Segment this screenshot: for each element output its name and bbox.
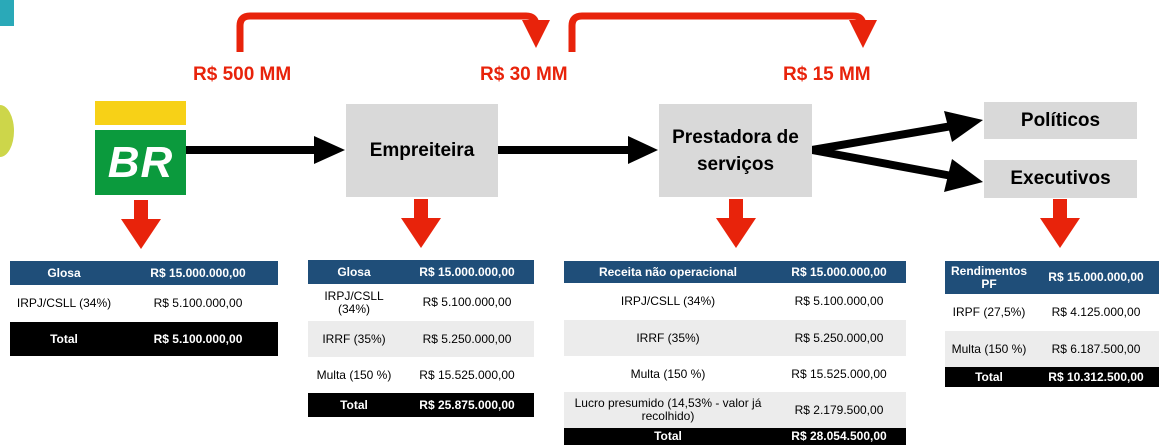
table-total-label: Total	[308, 393, 400, 417]
table-total-value: R$ 28.054.500,00	[772, 428, 906, 445]
table-header-value: R$ 15.000.000,00	[772, 261, 906, 283]
table-empreiteira: Glosa R$ 15.000.000,00 IRPJ/CSLL (34%) R…	[308, 260, 534, 417]
amount-label-1: R$ 500 MM	[193, 64, 292, 85]
down-arrow-4	[1040, 199, 1080, 248]
table-header-label: Receita não operacional	[564, 261, 772, 283]
amount-label-2: R$ 30 MM	[480, 64, 568, 85]
flow-arrow-logo-to-empreiteira	[314, 136, 345, 164]
table-row-label: Multa (150 %)	[945, 331, 1033, 367]
table-row-label: IRPF (27,5%)	[945, 294, 1033, 331]
table-header-label: Rendimentos PF	[945, 261, 1033, 294]
table-row-value: R$ 5.250.000,00	[400, 321, 534, 357]
table-row-value: R$ 5.100.000,00	[118, 285, 278, 322]
table-row-value: R$ 2.179.500,00	[772, 392, 906, 428]
table-row-value: R$ 4.125.000,00	[1033, 294, 1159, 331]
box-politicos: Políticos	[984, 102, 1137, 139]
flow-arrow-to-politicos	[944, 111, 983, 142]
box-prestadora: Prestadora de serviços	[659, 104, 812, 197]
table-row-value: R$ 15.525.000,00	[772, 356, 906, 392]
table-prestadora: Receita não operacional R$ 15.000.000,00…	[564, 261, 906, 445]
down-arrow-2	[401, 199, 441, 248]
table-row-value: R$ 15.525.000,00	[400, 357, 534, 393]
table-total-value: R$ 25.875.000,00	[400, 393, 534, 417]
table-petrobras: Glosa R$ 15.000.000,00 IRPJ/CSLL (34%) R…	[10, 261, 278, 356]
table-row-value: R$ 5.250.000,00	[772, 320, 906, 356]
table-row-label: Multa (150 %)	[564, 356, 772, 392]
table-row-label: IRPJ/CSLL (34%)	[308, 284, 400, 321]
table-header-value: R$ 15.000.000,00	[400, 260, 534, 284]
table-header-value: R$ 15.000.000,00	[118, 261, 278, 285]
table-header-value: R$ 15.000.000,00	[1033, 261, 1159, 294]
table-header-label: Glosa	[308, 260, 400, 284]
table-row-value: R$ 5.100.000,00	[400, 284, 534, 321]
table-pf: Rendimentos PF R$ 15.000.000,00 IRPF (27…	[945, 261, 1159, 387]
box-executivos: Executivos	[984, 160, 1137, 198]
table-row-value: R$ 6.187.500,00	[1033, 331, 1159, 367]
table-total-value: R$ 5.100.000,00	[118, 322, 278, 356]
table-header-label: Glosa	[10, 261, 118, 285]
table-total-label: Total	[564, 428, 772, 445]
flow-arrow-to-executivos	[944, 159, 983, 192]
amount-label-3: R$ 15 MM	[783, 64, 871, 85]
table-row-label: IRPJ/CSLL (34%)	[10, 285, 118, 322]
table-row-label: Lucro presumido (14,53% - valor já recol…	[564, 392, 772, 428]
down-arrow-3	[716, 199, 756, 248]
money-flow-arrow-2	[568, 12, 877, 52]
money-flow-arrow-1	[236, 12, 550, 52]
table-total-value: R$ 10.312.500,00	[1033, 367, 1159, 387]
decorative-teal-shape	[0, 0, 14, 26]
table-row-label: IRPJ/CSLL (34%)	[564, 283, 772, 320]
logo-text: BR	[107, 137, 174, 187]
table-row-label: IRRF (35%)	[564, 320, 772, 356]
box-empreiteira: Empreiteira	[346, 104, 498, 197]
table-total-label: Total	[10, 322, 118, 356]
br-logo: BR	[95, 130, 186, 195]
decorative-yellow-circle	[0, 105, 14, 157]
flow-arrow-empreiteira-to-prestadora	[628, 136, 658, 164]
table-row-value: R$ 5.100.000,00	[772, 283, 906, 320]
logo-yellow-bar	[95, 101, 186, 125]
table-total-label: Total	[945, 367, 1033, 387]
table-row-label: IRRF (35%)	[308, 321, 400, 357]
down-arrow-1	[121, 200, 161, 249]
table-row-label: Multa (150 %)	[308, 357, 400, 393]
